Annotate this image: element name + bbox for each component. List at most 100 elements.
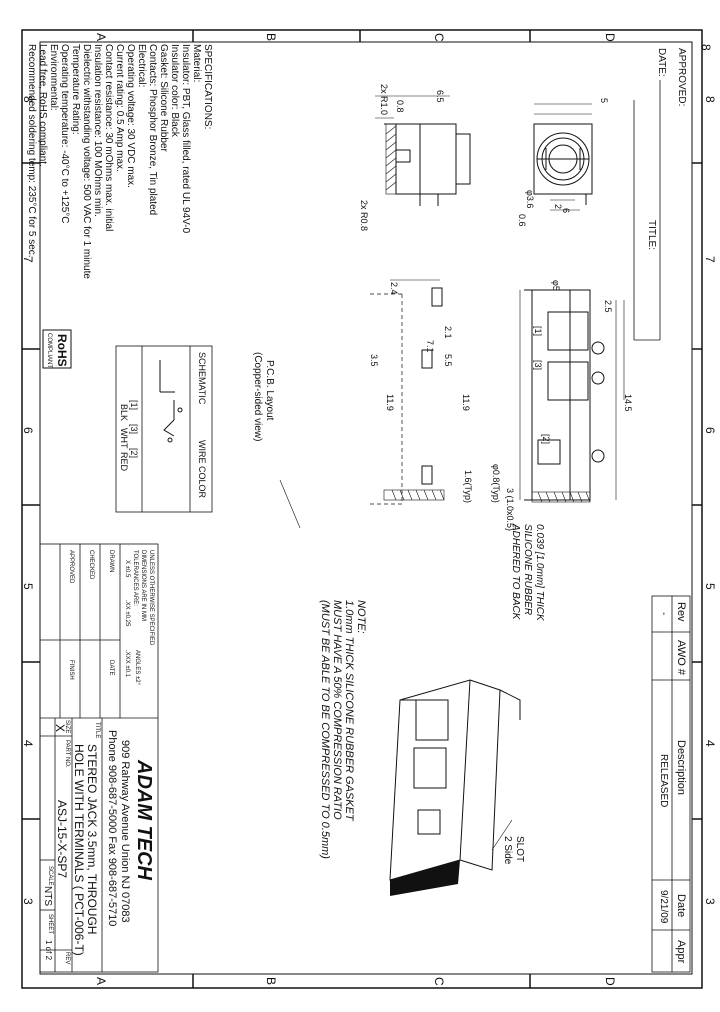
outer-border [21,29,703,989]
zone-col-bottom-2: 6 [21,427,35,434]
tol-line-0: UNLESS OTHERWISE SPECIFIED [148,550,154,646]
spec-line-11: Dielectric withstanding voltage: 500 VAC… [81,44,92,279]
dim-0-8: 0.8 [395,100,405,113]
bottom-view [524,289,617,501]
pin-label-1: [1] [533,326,543,337]
zone-col-top-0: 8 [703,96,717,103]
zone-row-left-2: B [264,33,278,42]
pin-label-3: [3] [533,360,543,371]
size-value: X [53,724,67,733]
dim-7-1: 7.1 [425,340,435,353]
zone-col-bottom-1: 7 [21,256,35,263]
spec-line-10: Insulation resistance: 100 MOhms min. [92,44,103,217]
appr-header: Appr [675,940,687,964]
pcb-subtitle: (Copper-sided view) [252,352,263,442]
dimension-lines [279,95,625,851]
note-title: NOTE: [355,600,367,634]
isometric-gasket [390,860,460,896]
awo-header: AWO # [675,640,687,676]
zone-row-right-3: A [94,977,108,986]
date-value: 9/21/09 [658,890,669,924]
zone-ticks [22,30,702,988]
tol-date: DATE [108,660,114,676]
tol-finish: FINISH [68,660,74,680]
spec-line-16: Recommended soldering temp: 235°C for 5 … [26,44,37,258]
schematic-pin-1: [1] [129,400,139,411]
dim-2-1: 2.1 [443,326,453,339]
spec-line-1: Material: [191,44,202,83]
spec-line-4: Gasket: Silicone Rubber [158,44,169,152]
schematic-pin-2: [2] [129,448,139,459]
wire-color-red: RED [119,452,129,472]
zone-col-bottom-0: 8 [21,96,35,103]
description-header: Description [675,740,687,796]
spec-line-6: Electrical: [136,44,147,88]
zone-col-bottom-4: 4 [21,740,35,747]
dim-1-6-typ: 1.6(Typ) [463,470,473,504]
tol-line-1: DIMENSIONS ARE IN MM [140,550,146,622]
dim-phi0-8-typ: φ0.8(Typ) [491,464,501,503]
description-value: RELEASED [658,754,669,808]
title-field-label: TITLE [94,722,100,739]
date-label: DATE: [656,48,667,77]
spec-line-9: Contact resistance: 30 mOhms max. initia… [103,44,114,232]
tol-line-2: TOLERANCES ARE: [132,550,138,606]
revision-table-lines [651,595,691,973]
zone-col-top-2: 6 [703,427,717,434]
dim-6-5: 6.5 [435,90,445,103]
sheet-label: SHEET [47,914,53,935]
spec-line-12: Temperature Rating: [70,44,81,135]
title-line-2: HOLE WITH TERMINALS ( PCT-006-T) [72,744,86,956]
note-line-3: (MUST BE ABLE TO BE COMPRESSED TO 0.5mm) [319,600,331,859]
zone-col-bottom-3: 5 [21,583,35,590]
scale-label: SCALE [47,866,53,886]
dim-2: 2 [553,204,563,210]
zone-row-left-1: C [432,33,446,42]
zone-label-top-8: 8 [699,44,713,51]
spec-line-14: Environmental: [48,44,59,111]
schematic-pin-3: [3] [129,424,139,435]
wire-color-blk: BLK [119,404,129,422]
tol-checked: CHECKED [88,550,94,580]
isometric-view [389,679,521,881]
spec-line-8: Current rating: 0.5 Amp max. [114,44,125,172]
zone-row-right-1: C [432,977,446,986]
gasket-note-2: SILICONE RUBBER [522,524,533,616]
dim-2-4: 2.4 [389,282,399,295]
zone-row-left-3: A [94,33,108,42]
date-header: Date [675,894,687,918]
dim-phi3-6: φ3.6 [525,190,535,209]
wire-color-header: WIRE COLOR [197,440,207,499]
spec-line-13: Operating temperature: -40°C to +125°C [59,44,70,224]
rohs-box [42,329,72,369]
zone-col-top-5: 3 [703,898,717,905]
slot-side-label: 2 Side [502,836,513,865]
dim-11-9-pcb: 11.9 [385,394,395,411]
tol-drawn: DRAWN [108,550,114,573]
sheet-value: 1 of 2 [44,940,53,961]
spec-line-3: Insulator color: Black [169,44,180,137]
side-view [375,95,471,206]
zone-col-top-4: 4 [703,740,717,747]
zone-row-left-0: D [603,33,617,42]
approved-label: APPROVED: [676,48,687,107]
zone-col-top-1: 7 [703,256,717,263]
pin-label-2: [2] [541,434,551,445]
zone-col-top-3: 5 [703,583,717,590]
tol-approved: APPROVED [68,550,74,584]
scale-value: NTS [42,886,53,906]
rev-value: - [658,612,669,616]
schematic-table-lines [115,345,213,513]
tol-line-5: .XXX ±0.1 [124,650,130,677]
dim-phi5: φ5 [551,280,561,291]
schematic-header: SCHEMATIC [197,352,207,405]
dim-2xr0-8: 2x R0.8 [359,200,369,232]
spec-line-2: Insulator: PBT, Glass filled, rated UL 9… [180,44,191,234]
note-line-2: MUST HAVE A 50% COMPRESSION RATIO [331,600,343,820]
dim-11-9: 11.9 [461,394,471,411]
tol-line-4: .XX ±0.25 [124,600,130,627]
dim-2xr1: 2x R1.0 [379,84,389,116]
side-view-gasket [385,123,397,195]
